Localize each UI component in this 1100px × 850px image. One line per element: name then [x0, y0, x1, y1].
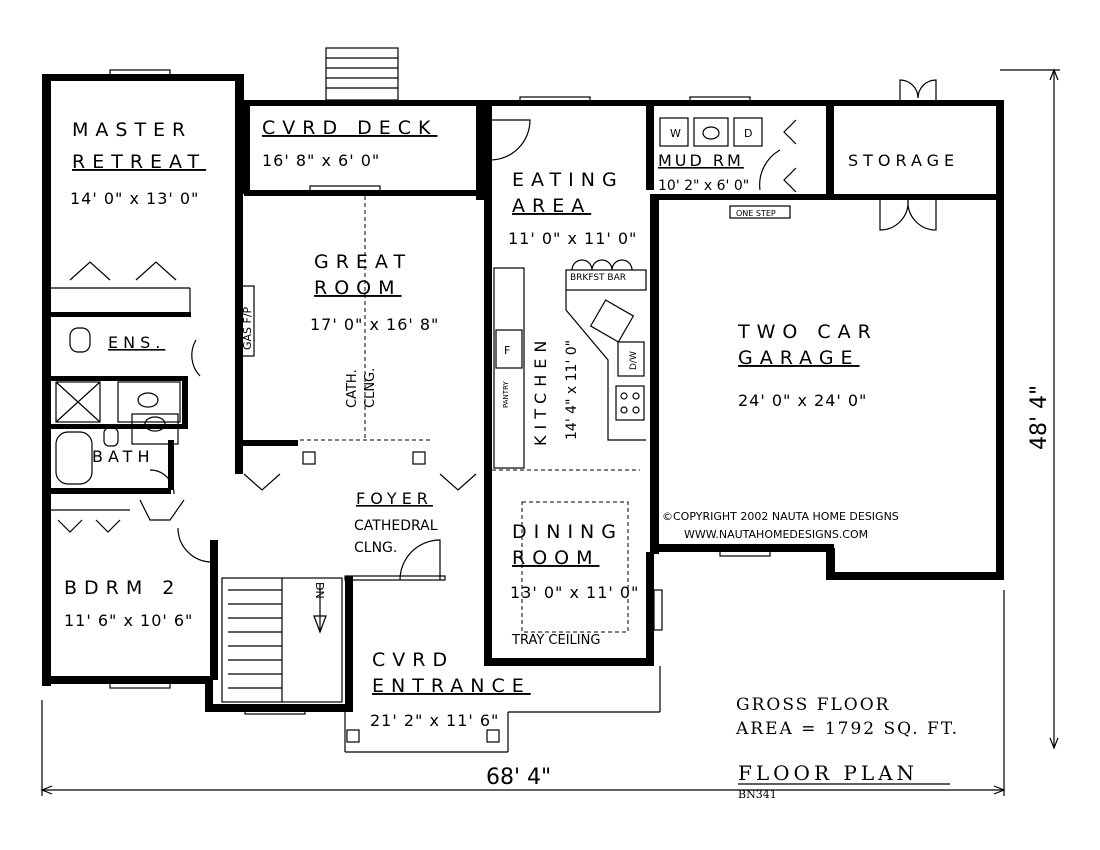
- plan-code: BN341: [738, 788, 777, 801]
- garage-name-2: GARAGE: [738, 347, 860, 369]
- entrance-name-1: CVRD: [372, 649, 454, 671]
- master-name-2: RETREAT: [72, 151, 206, 173]
- deck-size: 16' 8" x 6' 0": [262, 151, 380, 170]
- plan-title: FLOOR PLAN: [738, 761, 918, 785]
- mud-name: MUD RM: [658, 151, 744, 170]
- deck-name: CVRD DECK: [262, 117, 438, 139]
- width-dimension: 68' 4": [486, 765, 551, 790]
- dining-size: 13' 0" x 11' 0": [510, 583, 639, 602]
- great-size: 17' 0" x 16' 8": [310, 315, 439, 334]
- ens-name: ENS.: [108, 333, 165, 352]
- garage-size: 24' 0" x 24' 0": [738, 391, 867, 410]
- great-name-2: ROOM: [314, 277, 402, 299]
- foyer-note-2: CLNG.: [354, 540, 397, 556]
- stairs-down-label: DN: [313, 582, 326, 599]
- dining-note: TRAY CEILING: [511, 633, 600, 648]
- depth-dimension: 48' 4": [1027, 385, 1052, 450]
- fridge-label: F: [504, 344, 510, 357]
- pantry-label: PANTRY: [502, 381, 510, 408]
- master-size: 14' 0" x 13' 0": [70, 189, 199, 208]
- dryer-label: D: [744, 127, 752, 140]
- bdrm2-name: BDRM 2: [64, 577, 181, 599]
- washer-label: W: [670, 127, 681, 140]
- kitchen-name: KITCHEN: [531, 335, 550, 446]
- bdrm2-size: 11' 6" x 10' 6": [64, 611, 193, 630]
- fixtures: [40, 47, 1060, 796]
- kitchen-size: 14' 4" x 11' 0": [564, 340, 580, 440]
- master-name-1: MASTER: [72, 119, 192, 141]
- dishwasher-label: D/W: [629, 351, 639, 370]
- one-step-label: ONE STEP: [736, 209, 776, 218]
- gas-fp-label: GAS F/P: [241, 306, 254, 350]
- foyer-name: FOYER: [356, 489, 433, 508]
- great-name-1: GREAT: [314, 251, 412, 273]
- storage-name: STORAGE: [848, 151, 959, 170]
- area-line-1: GROSS FLOOR: [736, 695, 890, 715]
- room-labels: MASTER RETREAT 14' 0" x 13' 0" CVRD DECK…: [64, 117, 959, 730]
- copyright-line-2: WWW.NAUTAHOMEDESIGNS.COM: [684, 528, 868, 541]
- mud-size: 10' 2" x 6' 0": [658, 178, 749, 194]
- dining-name-2: ROOM: [512, 547, 600, 569]
- foyer-note-1: CATHEDRAL: [354, 518, 438, 534]
- cath-label-1: CATH.: [345, 369, 360, 408]
- eating-size: 11' 0" x 11' 0": [508, 229, 637, 248]
- copyright-line-1: ©COPYRIGHT 2002 NAUTA HOME DESIGNS: [662, 510, 899, 523]
- area-line-2: AREA = 1792 SQ. FT.: [735, 719, 959, 739]
- annotations: ©COPYRIGHT 2002 NAUTA HOME DESIGNS WWW.N…: [486, 385, 1052, 801]
- eating-name-1: EATING: [512, 169, 624, 191]
- fixture-labels: BRKFST BAR ONE STEP GAS F/P CATH. CLNG. …: [241, 127, 776, 599]
- entrance-size: 21' 2" x 11' 6": [370, 711, 499, 730]
- bath-name: BATH: [92, 447, 154, 466]
- garage-name-1: TWO CAR: [737, 321, 878, 343]
- brkfst-bar-label: BRKFST BAR: [570, 273, 626, 283]
- cath-label-2: CLNG.: [363, 368, 378, 408]
- eating-name-2: AREA: [512, 195, 591, 217]
- entrance-name-2: ENTRANCE: [372, 675, 531, 697]
- dining-name-1: DINING: [512, 521, 623, 543]
